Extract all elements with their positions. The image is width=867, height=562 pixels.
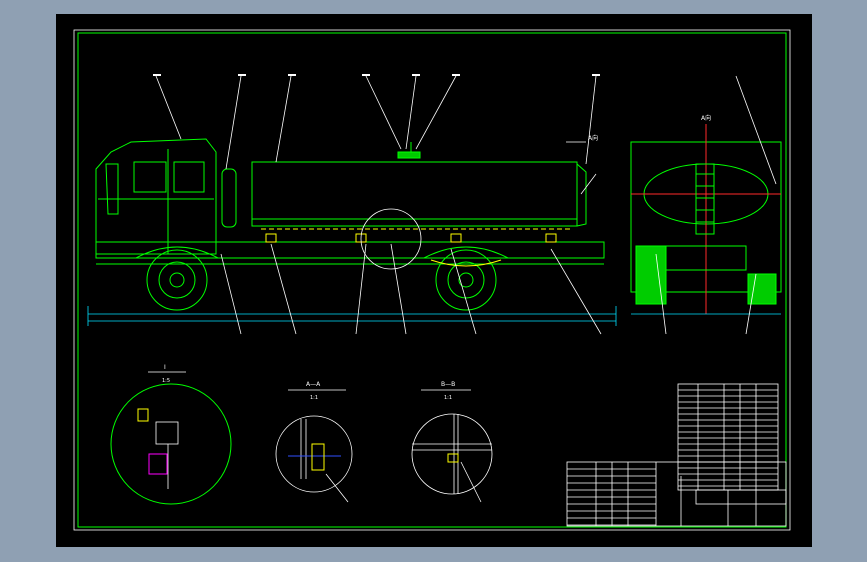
outer-border: [73, 29, 791, 531]
rear-view-a-label: A向: [701, 114, 711, 122]
section-a-a: A—A 1:1: [275, 381, 353, 503]
section-b-b: B—B 1:1: [411, 381, 493, 503]
section-bb-title: B—B: [441, 381, 455, 388]
section-aa-title: A—A: [306, 381, 321, 388]
a-direction-label: A向: [588, 134, 598, 142]
truck-rear-view: A向: [630, 75, 782, 335]
front-wheel: [146, 249, 208, 311]
parts-list: [677, 383, 779, 491]
section-aa-scale: 1:1: [310, 395, 318, 401]
engineering-drawing: A向 A向 I 1:5 A—A: [73, 29, 791, 531]
tank-body: [251, 161, 578, 227]
detail-i-title: I: [164, 364, 166, 371]
section-bb-scale: 1:1: [444, 395, 452, 401]
rear-wheel: [435, 249, 497, 311]
cad-viewport[interactable]: A向 A向 I 1:5 A—A: [56, 14, 812, 547]
title-block: [566, 461, 787, 527]
chassis-frame: [95, 241, 605, 259]
inner-border: [77, 32, 787, 528]
detail-i-scale: 1:5: [162, 378, 170, 384]
truck-side-view: A向: [87, 74, 617, 335]
detail-i: I 1:5: [110, 364, 232, 505]
